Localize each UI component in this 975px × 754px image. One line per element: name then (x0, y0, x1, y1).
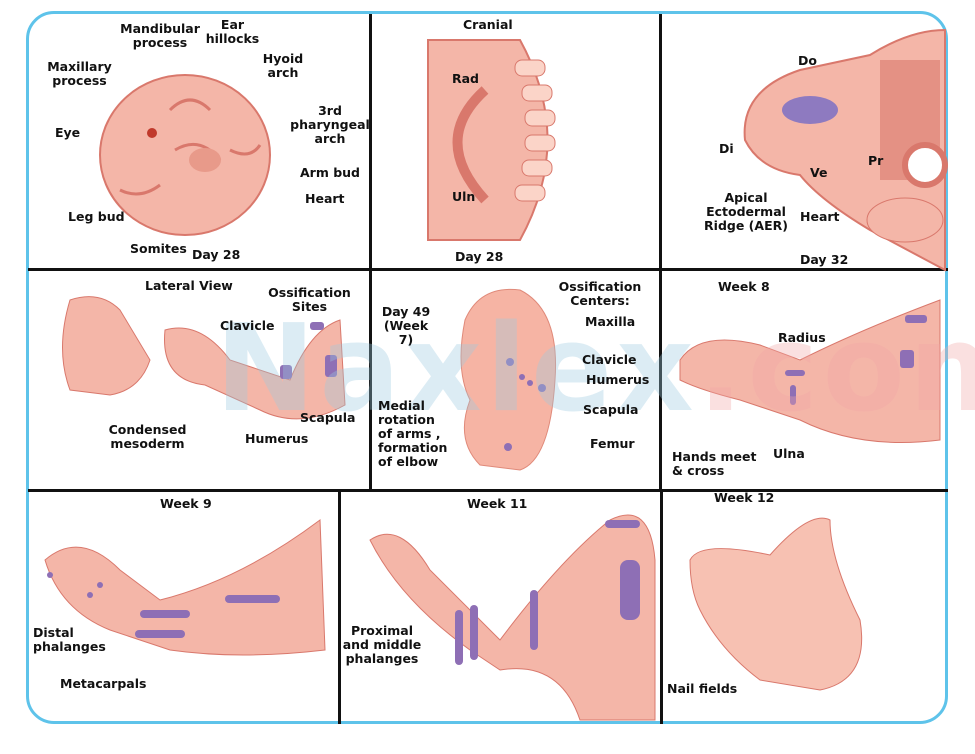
title-week8: Week 8 (718, 279, 770, 294)
label-scapula: Scapula (583, 402, 639, 417)
label-radius: Radius (778, 330, 826, 345)
label-uln: Uln (452, 189, 476, 204)
title-day49: Day 49 (Week 7) (381, 304, 431, 347)
day32-limb-cross-section-illustration (743, 28, 948, 272)
caption-day28: Day 28 (455, 249, 504, 264)
label-ulna: Ulna (773, 446, 805, 461)
diagram-frame (26, 11, 948, 724)
label-femur: Femur (590, 436, 635, 451)
title-week12: Week 12 (714, 490, 775, 505)
title-week11: Week 11 (467, 496, 528, 511)
label-scapula: Scapula (300, 410, 356, 425)
limb-buds-illustration (62, 296, 346, 420)
col-divider (660, 490, 663, 724)
label-condensed-mesoderm: Condensed mesoderm (108, 422, 187, 451)
week7-embryo-illustration (460, 288, 557, 471)
label-hyoid-arch: Hyoid arch (262, 51, 304, 80)
title-lateral-view: Lateral View (145, 278, 233, 293)
col-divider (369, 14, 372, 490)
week9-arm-illustration (44, 519, 326, 656)
label-maxilla: Maxilla (585, 314, 636, 329)
caption-day32: Day 32 (800, 252, 849, 267)
label-somites: Somites (130, 241, 187, 256)
label-clavicle: Clavicle (220, 318, 275, 333)
label-di: Di (719, 141, 734, 156)
caption-day28: Day 28 (192, 247, 241, 262)
label-hands-meet-cross: Hands meet & cross (672, 449, 757, 478)
label-eye: Eye (55, 125, 81, 140)
label-clavicle: Clavicle (582, 352, 637, 367)
day28-limb-section-illustration (427, 39, 556, 241)
label-nail-fields: Nail fields (667, 681, 738, 696)
label-ve: Ve (810, 165, 828, 180)
row-divider (28, 268, 948, 271)
label-heart: Heart (800, 209, 840, 224)
label-pr: Pr (868, 153, 884, 168)
week11-arm-illustration (369, 514, 656, 721)
watermark: Naxlex.com (215, 300, 975, 439)
label-heart: Heart (305, 191, 345, 206)
label-mandibular-process: Mandibular process (120, 21, 200, 50)
col-divider (659, 14, 662, 490)
week12-hand-illustration (689, 517, 863, 691)
label-ear-hillocks: Ear hillocks (205, 17, 260, 46)
label-arm-bud: Arm bud (300, 165, 361, 180)
row-divider (28, 489, 948, 492)
label-rad: Rad (452, 71, 480, 86)
col-divider (338, 490, 341, 724)
label-aer: Apical Ectodermal Ridge (AER) (704, 190, 788, 233)
label-maxillary-process: Maxillary process (47, 59, 112, 88)
week8-arms-illustration (679, 299, 941, 443)
label-ossification-sites: Ossification Sites (268, 285, 351, 314)
title-week9: Week 9 (160, 496, 212, 511)
note-medial-rotation: Medial rotation of arms , formation of e… (378, 398, 448, 469)
title-cranial: Cranial (463, 17, 513, 32)
label-proximal-middle-phalanges: Proximal and middle phalanges (342, 623, 422, 666)
label-ossification-centers: Ossification Centers: (558, 279, 642, 308)
label-humerus: Humerus (586, 372, 650, 387)
day28-embryo-illustration (99, 74, 271, 236)
label-3rd-pharyngeal-arch: 3rd pharyngeal arch (290, 103, 370, 146)
label-leg-bud: Leg bud (68, 209, 125, 224)
label-metacarpals: Metacarpals (60, 676, 147, 691)
label-distal-phalanges: Distal phalanges (33, 625, 106, 654)
label-humerus: Humerus (245, 431, 309, 446)
label-do: Do (798, 53, 817, 68)
